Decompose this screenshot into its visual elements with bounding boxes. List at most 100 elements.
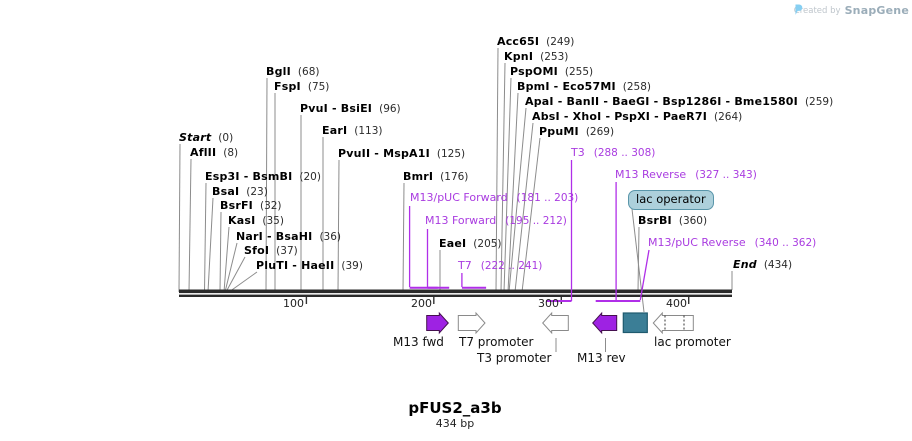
site-label-start[interactable]: Start(0) [179, 132, 234, 145]
ruler-label-300: 300 [538, 297, 559, 310]
primer-range: (288 .. 308) [593, 147, 656, 159]
site-name: Esp3I - BsmBI [205, 170, 293, 183]
primer-name: T3 [571, 146, 585, 159]
lac-operator-box[interactable] [622, 312, 648, 334]
site-label-bsrbi[interactable]: BsrBI(360) [638, 214, 707, 228]
site-name: ApaI - BanII - BaeGI - Bsp1286I - Bme158… [525, 95, 798, 108]
site-name: PvuI - BsiEI [300, 102, 373, 115]
site-label-bsai[interactable]: BsaI(23) [212, 186, 268, 199]
site-label-acc65i[interactable]: Acc65I(249) [497, 36, 574, 49]
t3-promoter-arrow[interactable] [542, 311, 569, 335]
watermark-brand: SnapGene [844, 4, 909, 17]
site-pos: (20) [299, 171, 321, 183]
site-pos: (205) [473, 238, 502, 250]
leader-bmri [402, 182, 405, 293]
site-label-kpni[interactable]: KpnI(253) [504, 51, 568, 64]
sequence-line-bottom [179, 294, 732, 297]
primer-name: M13/pUC Reverse [648, 236, 746, 249]
m13-rev-arrow[interactable] [592, 311, 618, 335]
m13-fwd-arrow[interactable] [426, 311, 449, 335]
primer-label-m13-puc-forward[interactable]: M13/pUC Forward (181 .. 203) [410, 191, 579, 205]
site-name: PluTI - HaeII [256, 259, 335, 272]
t7-promoter-arrow[interactable] [457, 311, 486, 335]
site-name: PvuII - MspA1I [338, 147, 430, 160]
leader-acc65i [495, 47, 499, 293]
leader-esp3i [204, 182, 207, 293]
primer-label-m13-reverse[interactable]: M13 Reverse(327 .. 343) [615, 169, 757, 182]
site-pos: (0) [218, 132, 234, 144]
site-pos: (37) [276, 245, 298, 257]
watermark-created-by: Created by [793, 5, 841, 16]
primer-label-m13-puc-reverse[interactable]: M13/pUC Reverse(340 .. 362) [648, 236, 816, 250]
site-label-kasi[interactable]: KasI(35) [228, 215, 284, 228]
site-pos: (434) [763, 259, 793, 271]
site-label-nari-bsahi[interactable]: NarI - BsaHI (36) [236, 230, 341, 244]
map-length: 434 bp [435, 417, 475, 430]
site-label-fspi[interactable]: FspI(75) [274, 81, 329, 94]
primer-name: T7 [458, 259, 472, 272]
site-label-sfoi[interactable]: SfoI(37) [244, 245, 298, 258]
site-label-pspomi[interactable]: PspOMI(255) [510, 66, 593, 79]
feature-label-t7-promoter[interactable]: T7 promoter [459, 335, 534, 349]
site-pos: (125) [436, 148, 466, 160]
site-label-pvui-bsiei[interactable]: PvuI - BsiEI (96) [300, 102, 401, 116]
site-leader-lines [178, 47, 733, 352]
feature-label-m13-rev[interactable]: M13 rev [577, 351, 626, 365]
primer-label-t7[interactable]: T7(222 .. 241) [458, 259, 542, 273]
site-pos: (259) [804, 96, 834, 108]
ruler-label-400: 400 [666, 297, 687, 310]
leader-nari [224, 242, 238, 293]
feature-label-t3-promoter[interactable]: T3 promoter [477, 351, 552, 365]
site-label-pvuii-mspa1i[interactable]: PvuII - MspA1I (125) [338, 147, 466, 161]
site-pos: (176) [440, 171, 469, 183]
primer-brackets [408, 160, 650, 302]
leader-bpmi [507, 92, 519, 293]
site-pos: (269) [585, 126, 615, 138]
primer-label-m13-forward[interactable]: M13 Forward(195 .. 212) [425, 215, 567, 228]
site-pos: (32) [259, 200, 282, 212]
primer-name: M13/pUC Forward [410, 191, 508, 204]
leader-pvuii [337, 159, 340, 293]
feature-label-lac-promoter[interactable]: lac promoter [654, 335, 731, 349]
site-label-bpmi-eco57mi[interactable]: BpmI - Eco57MI(258) [517, 81, 652, 94]
site-label-pluti-haeii[interactable]: PluTI - HaeII(39) [256, 259, 363, 273]
leader-bgli [265, 77, 268, 293]
site-label-apai-group[interactable]: ApaI - BanII - BaeGI - Bsp1286I - Bme158… [525, 95, 834, 109]
site-label-eari[interactable]: EarI(113) [322, 125, 383, 138]
site-name: BsrFI [220, 199, 253, 212]
primer-label-t3[interactable]: T3 (288 .. 308) [571, 146, 656, 160]
leader-apai [508, 107, 527, 293]
leader-sfoi [225, 256, 246, 293]
map-title: pFUS2_a3b [408, 399, 502, 417]
primer-range: (181 .. 203) [516, 192, 579, 204]
site-pos: (258) [622, 81, 652, 93]
leader-bsai [207, 197, 214, 293]
site-label-bsrfi[interactable]: BsrFI (32) [220, 199, 282, 213]
site-label-bmri[interactable]: BmrI(176) [403, 171, 469, 184]
site-name: NarI - BsaHI [236, 230, 313, 243]
site-label-absi-group[interactable]: AbsI - XhoI - PspXI - PaeR7I(264) [532, 111, 742, 124]
site-label-bgli[interactable]: BglI(68) [266, 65, 319, 79]
leader-pluti [228, 271, 258, 293]
leader-pspomi [503, 77, 512, 293]
site-pos: (36) [319, 231, 341, 243]
site-pos: (96) [379, 103, 401, 115]
site-label-aflii[interactable]: AflII(8) [190, 147, 238, 160]
snapgene-logo-icon [795, 4, 803, 15]
site-label-eaei[interactable]: EaeI (205) [439, 237, 502, 251]
site-name: BglI [266, 65, 291, 78]
site-name: BsrBI [638, 214, 672, 227]
sequence-line [179, 289, 732, 297]
site-name: End [733, 258, 757, 271]
lac-operator-label[interactable]: lac operator [628, 190, 714, 210]
feature-label-m13-fwd[interactable]: M13 fwd [393, 335, 444, 349]
site-label-esp3i-bsmbi[interactable]: Esp3I - BsmBI (20) [205, 170, 321, 184]
ruler-label-100: 100 [283, 297, 304, 310]
site-name: EaeI [439, 237, 467, 250]
site-label-end[interactable]: End (434) [733, 258, 793, 272]
lac-promoter-arrow[interactable] [652, 311, 694, 335]
riser-m13-puc-reverse [639, 249, 650, 301]
leader-kpni [500, 62, 506, 293]
site-label-ppumi[interactable]: PpuMI(269) [539, 126, 615, 139]
